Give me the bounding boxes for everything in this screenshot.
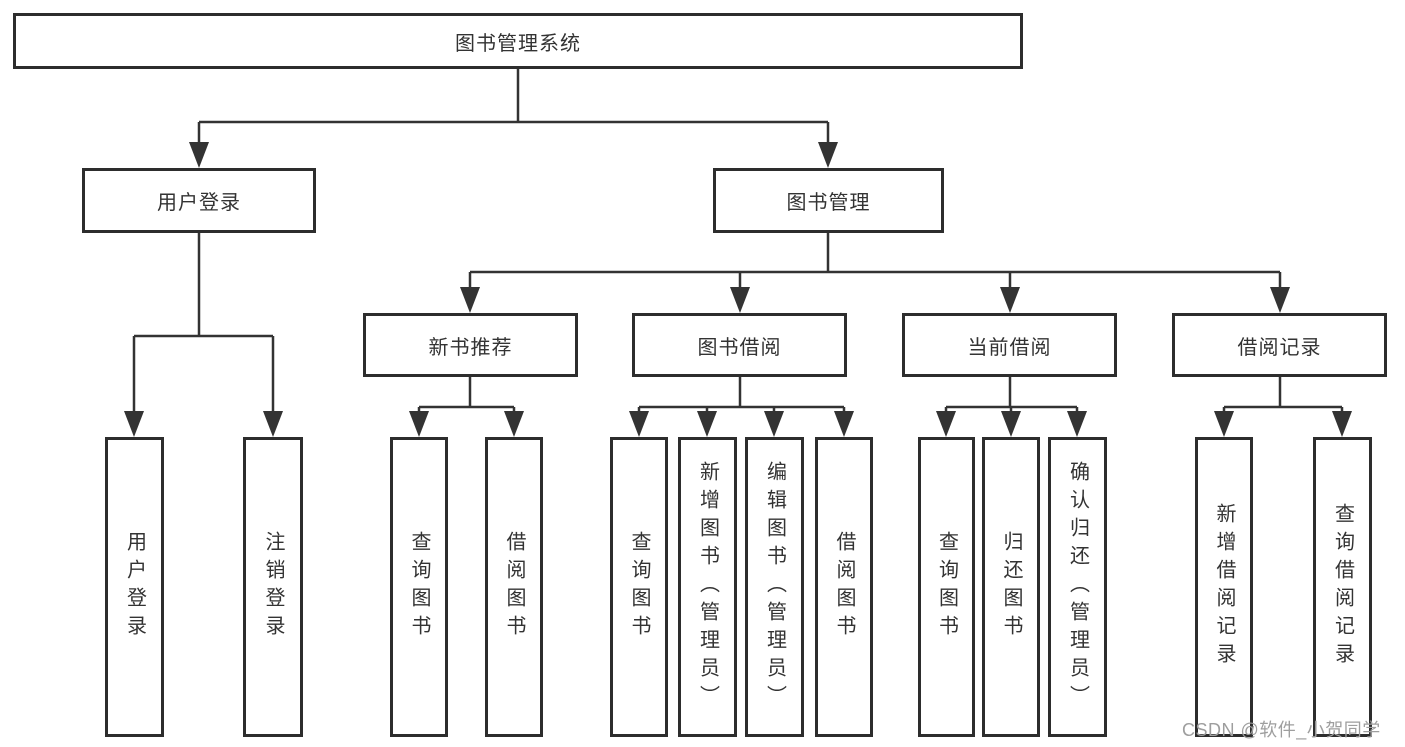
leaf-return-book: 归还图书 bbox=[982, 437, 1040, 737]
node-label: 归还图书 bbox=[1000, 531, 1022, 643]
node-label: 查询借阅记录 bbox=[1331, 503, 1354, 671]
node-label: 当前借阅 bbox=[967, 336, 1052, 359]
arrowhead-icon bbox=[1332, 411, 1352, 437]
node-label: 用户登录 bbox=[123, 531, 146, 643]
node-label: 图书管理 bbox=[786, 192, 871, 214]
arrowhead-icon bbox=[460, 287, 480, 313]
leaf-user-login: 用户登录 bbox=[105, 437, 164, 737]
node-label: 查询图书 bbox=[935, 531, 958, 643]
arrowhead-icon bbox=[697, 411, 717, 437]
arrowhead-icon bbox=[409, 411, 429, 437]
arrowhead-icon bbox=[936, 411, 956, 437]
node-label: 借阅图书 bbox=[503, 531, 525, 643]
leaf-add-borrow-record: 新增借阅记录 bbox=[1195, 437, 1253, 737]
leaf-logout: 注销登录 bbox=[243, 437, 303, 737]
arrowhead-icon bbox=[1214, 411, 1234, 437]
node-label: 确认归还（管理员） bbox=[1066, 461, 1089, 713]
node-label: 图书借阅 bbox=[697, 336, 782, 359]
node-label: 编辑图书（管理员） bbox=[763, 461, 786, 713]
arrowhead-icon bbox=[1000, 287, 1020, 313]
node-label: 借阅记录 bbox=[1237, 336, 1322, 359]
leaf-query-books-recommend: 查询图书 bbox=[390, 437, 448, 737]
node-label: 查询图书 bbox=[408, 531, 430, 643]
node-user-login: 用户登录 bbox=[82, 168, 316, 233]
leaf-query-borrow-record: 查询借阅记录 bbox=[1313, 437, 1372, 737]
node-book-borrowing: 图书借阅 bbox=[632, 313, 847, 377]
leaf-query-books-current: 查询图书 bbox=[918, 437, 975, 737]
arrowhead-icon bbox=[834, 411, 854, 437]
arrowhead-icon bbox=[730, 287, 750, 313]
node-label: 新书推荐 bbox=[428, 336, 513, 359]
node-label: 注销登录 bbox=[262, 531, 284, 643]
arrowhead-icon bbox=[764, 411, 784, 437]
leaf-borrow-books-borrowing: 借阅图书 bbox=[815, 437, 873, 737]
node-label: 查询图书 bbox=[628, 531, 650, 643]
leaf-borrow-books-recommend: 借阅图书 bbox=[485, 437, 543, 737]
leaf-confirm-return-admin: 确认归还（管理员） bbox=[1048, 437, 1107, 737]
node-book-management: 图书管理 bbox=[713, 168, 944, 233]
leaf-query-books-borrowing: 查询图书 bbox=[610, 437, 668, 737]
node-label: 新增借阅记录 bbox=[1213, 503, 1235, 671]
node-borrowing-records: 借阅记录 bbox=[1172, 313, 1387, 377]
arrowhead-icon bbox=[263, 411, 283, 437]
node-label: 图书管理系统 bbox=[455, 32, 581, 55]
node-current-borrowing: 当前借阅 bbox=[902, 313, 1117, 377]
arrowhead-icon bbox=[1067, 411, 1087, 437]
node-new-book-recommendation: 新书推荐 bbox=[363, 313, 578, 377]
arrowhead-icon bbox=[124, 411, 144, 437]
watermark-text: CSDN @软件_小贺同学 bbox=[1182, 720, 1381, 740]
arrowheads bbox=[124, 142, 1352, 437]
arrowhead-icon bbox=[818, 142, 838, 168]
arrowhead-icon bbox=[1001, 411, 1021, 437]
leaf-edit-book-admin: 编辑图书（管理员） bbox=[745, 437, 804, 737]
leaf-add-book-admin: 新增图书（管理员） bbox=[678, 437, 737, 737]
arrowhead-icon bbox=[1270, 287, 1290, 313]
node-label: 用户登录 bbox=[157, 192, 241, 214]
node-library-management-system: 图书管理系统 bbox=[13, 13, 1023, 69]
arrowhead-icon bbox=[504, 411, 524, 437]
node-label: 新增图书（管理员） bbox=[696, 461, 719, 713]
node-label: 借阅图书 bbox=[833, 531, 855, 643]
arrowhead-icon bbox=[189, 142, 209, 168]
arrowhead-icon bbox=[629, 411, 649, 437]
